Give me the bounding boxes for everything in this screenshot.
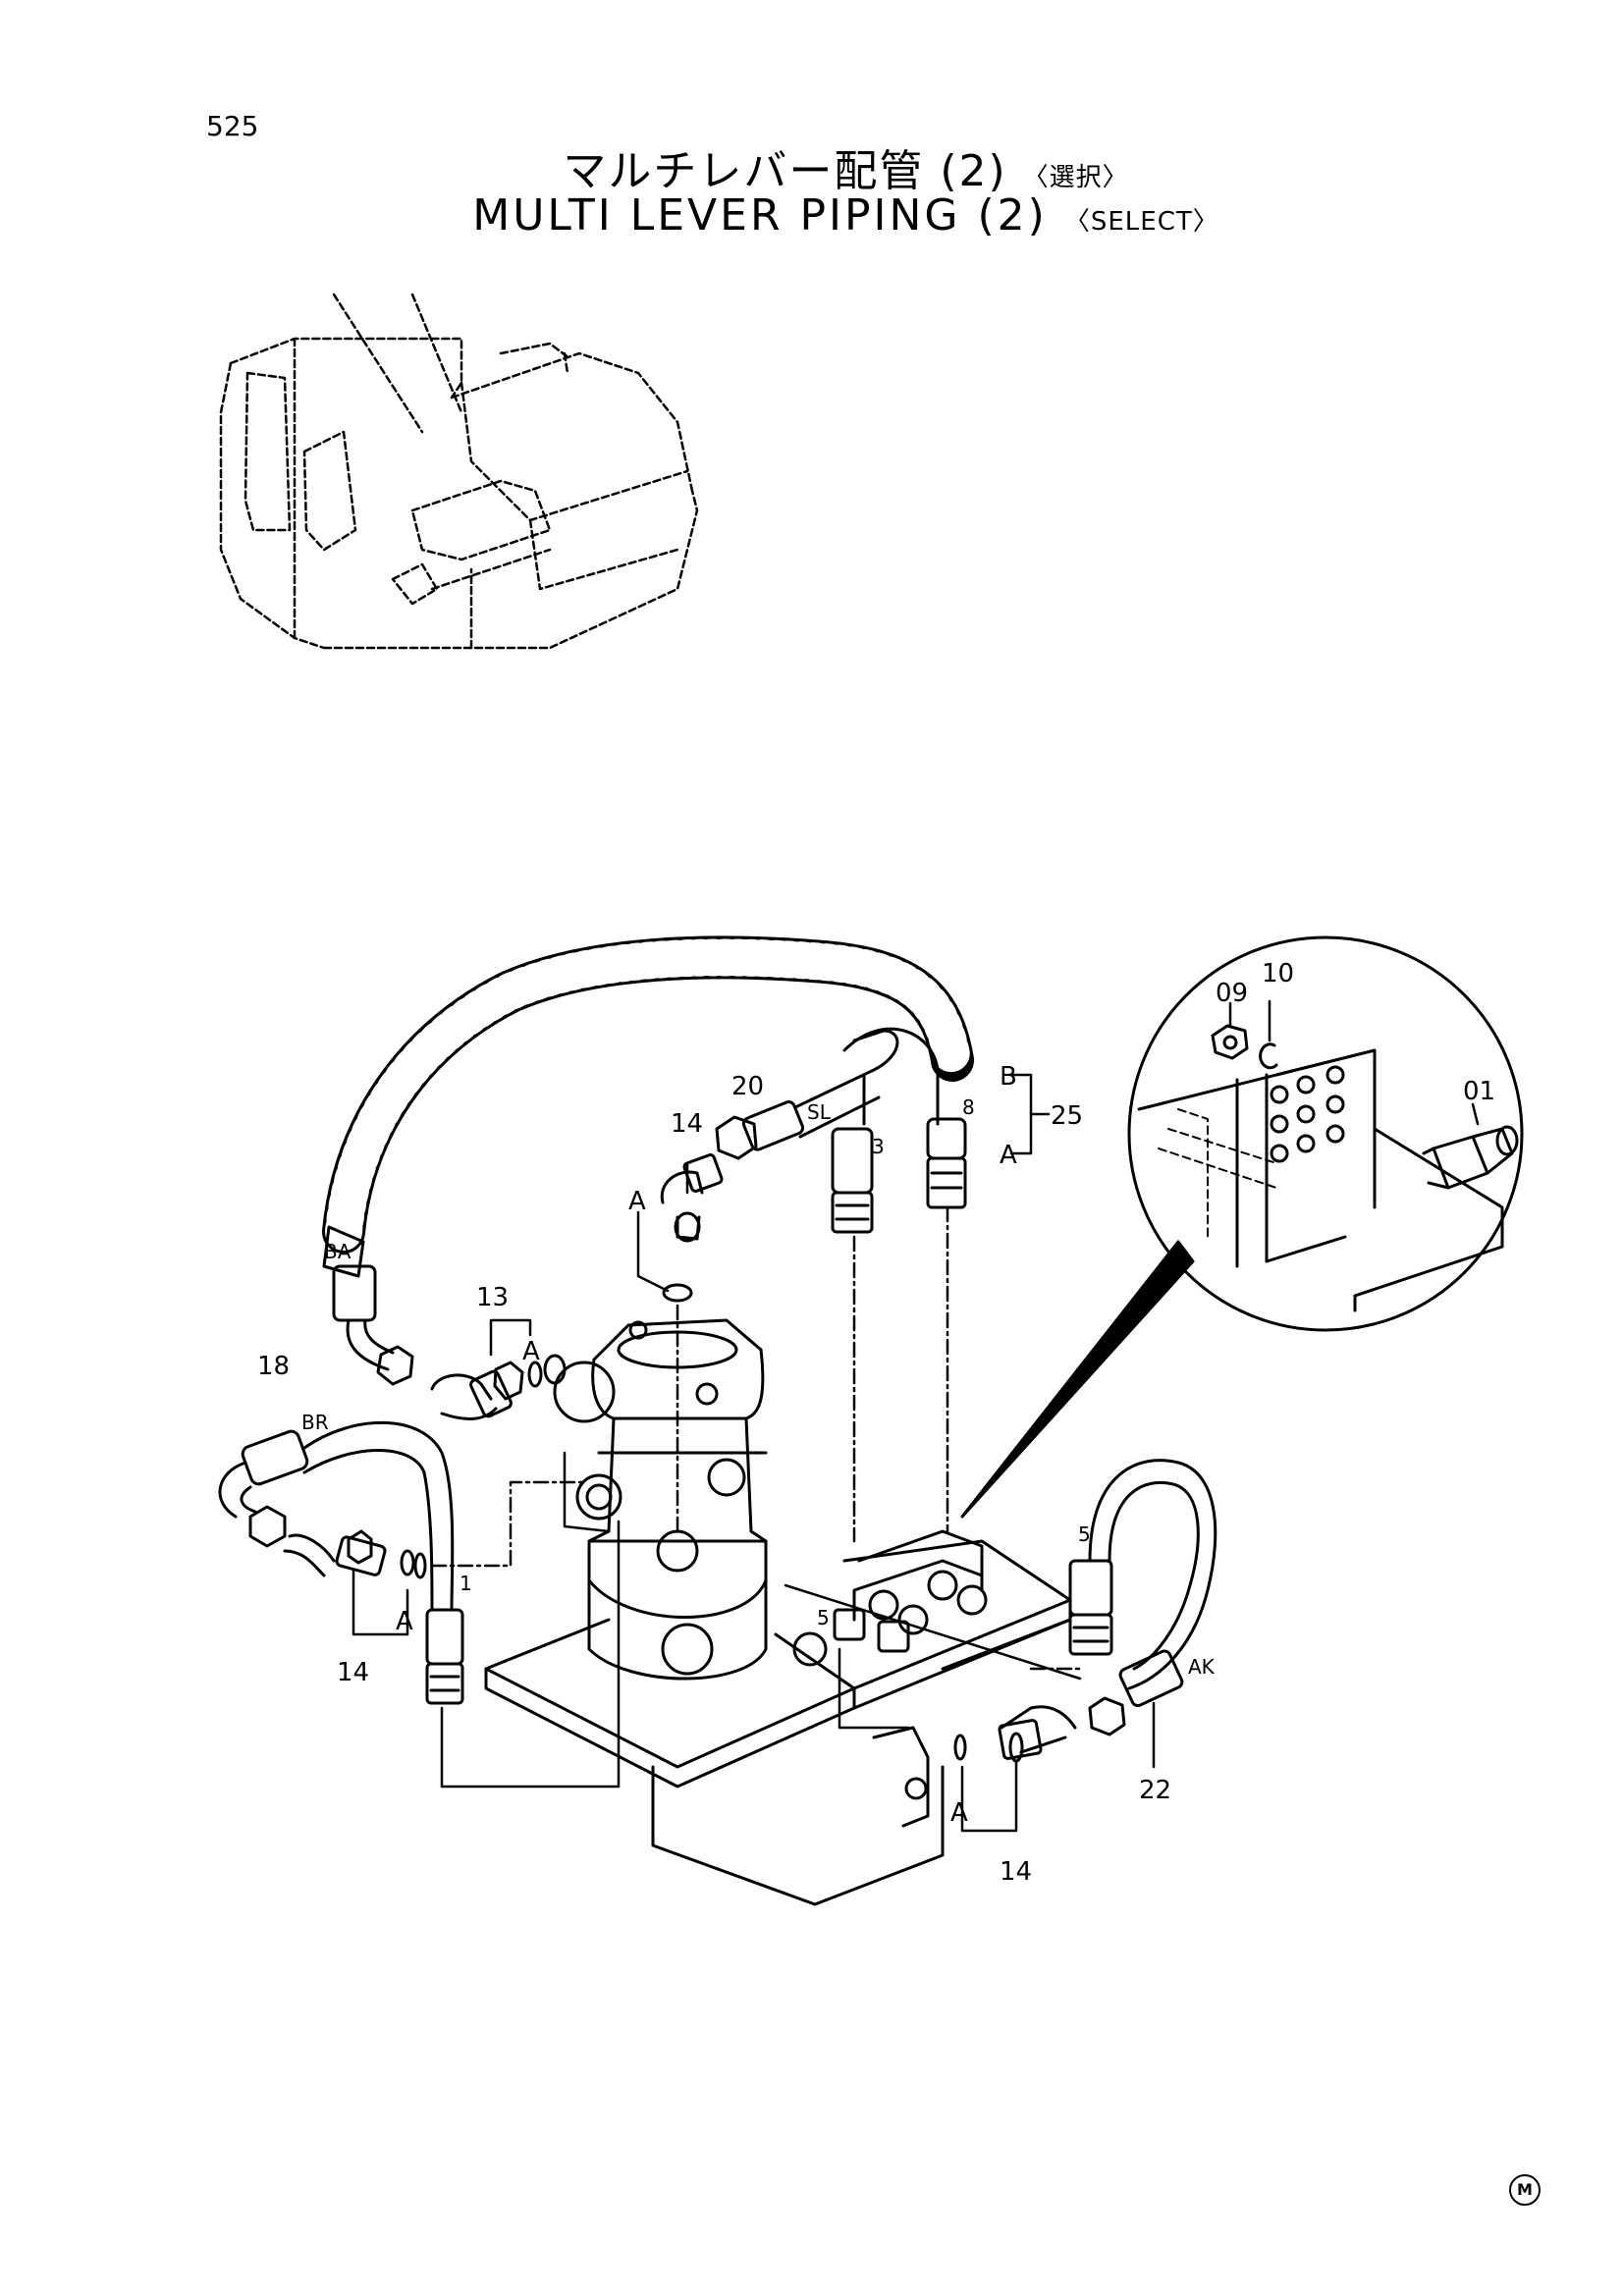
o-ring-left	[413, 1552, 427, 1579]
label-3: 3	[872, 1135, 885, 1158]
label-18: 18	[257, 1352, 290, 1381]
detail-pointer	[960, 1240, 1195, 1519]
title-jp-tag: 〈選択〉	[1022, 163, 1129, 192]
o-ring-bottom	[953, 1734, 967, 1761]
hose-3-fitting	[831, 1127, 874, 1234]
label-25: 25	[1051, 1101, 1083, 1131]
elbow-14-bottom	[998, 1705, 1077, 1763]
label-5-mid: 5	[817, 1606, 830, 1629]
title-english: MULTI LEVER PIPING (2) 〈SELECT〉	[0, 190, 1623, 240]
label-br: BR	[301, 1411, 329, 1434]
label-b: B	[1000, 1062, 1017, 1092]
corner-mark: M	[1509, 2174, 1541, 2206]
hose-end-ba	[322, 1225, 414, 1386]
label-8: 8	[962, 1095, 975, 1119]
label-14-bottom: 14	[1000, 1857, 1032, 1887]
label-22: 22	[1139, 1776, 1171, 1805]
label-a-bottom: A	[950, 1798, 968, 1828]
label-sl: SL	[807, 1100, 832, 1124]
label-01: 01	[1463, 1077, 1495, 1106]
elbow-14-left	[335, 1529, 415, 1576]
label-09: 09	[1216, 979, 1248, 1008]
elbow-14-top	[660, 1153, 724, 1243]
title-japanese: マルチレバー配管 (2) 〈選択〉	[0, 135, 1623, 198]
label-ba: BA	[324, 1240, 352, 1263]
detail-circle	[1127, 935, 1524, 1332]
label-ak: AK	[1188, 1655, 1216, 1679]
title-jp-main: マルチレバー配管 (2)	[563, 146, 1007, 196]
label-a-25: A	[1000, 1141, 1017, 1170]
part-labels: 09 10 01 20 14 SL 3 8 B A 25 A BA 13 A 1…	[257, 959, 1495, 1887]
label-20: 20	[731, 1072, 764, 1101]
label-14-left: 14	[337, 1658, 369, 1687]
fitting-13	[430, 1361, 543, 1420]
label-a-top: A	[628, 1187, 646, 1216]
hose-br	[218, 1420, 464, 1705]
label-14-top: 14	[671, 1109, 703, 1139]
hose-8-fitting	[926, 1117, 967, 1209]
hose-ak	[1068, 1459, 1217, 1736]
o-ring-13	[543, 1354, 567, 1385]
hose-sl	[715, 1027, 940, 1160]
o-ring-top	[662, 1283, 693, 1303]
page-number: 525	[206, 110, 259, 142]
label-5-right: 5	[1078, 1522, 1091, 1546]
manifold-block	[792, 1529, 988, 1667]
base-plate	[484, 1539, 1072, 1906]
pilot-valve-body	[553, 1318, 768, 1681]
label-a-left: A	[396, 1607, 413, 1636]
label-1: 1	[460, 1572, 472, 1595]
excavator-overview	[219, 293, 699, 650]
title-en-tag: 〈SELECT〉	[1063, 207, 1219, 237]
title-en-main: MULTI LEVER PIPING (2)	[472, 190, 1048, 240]
label-13: 13	[476, 1283, 509, 1312]
protective-coil-hose	[322, 935, 974, 1254]
connection-lines	[352, 999, 1480, 1833]
label-10: 10	[1262, 959, 1294, 988]
label-a-13: A	[522, 1337, 540, 1366]
